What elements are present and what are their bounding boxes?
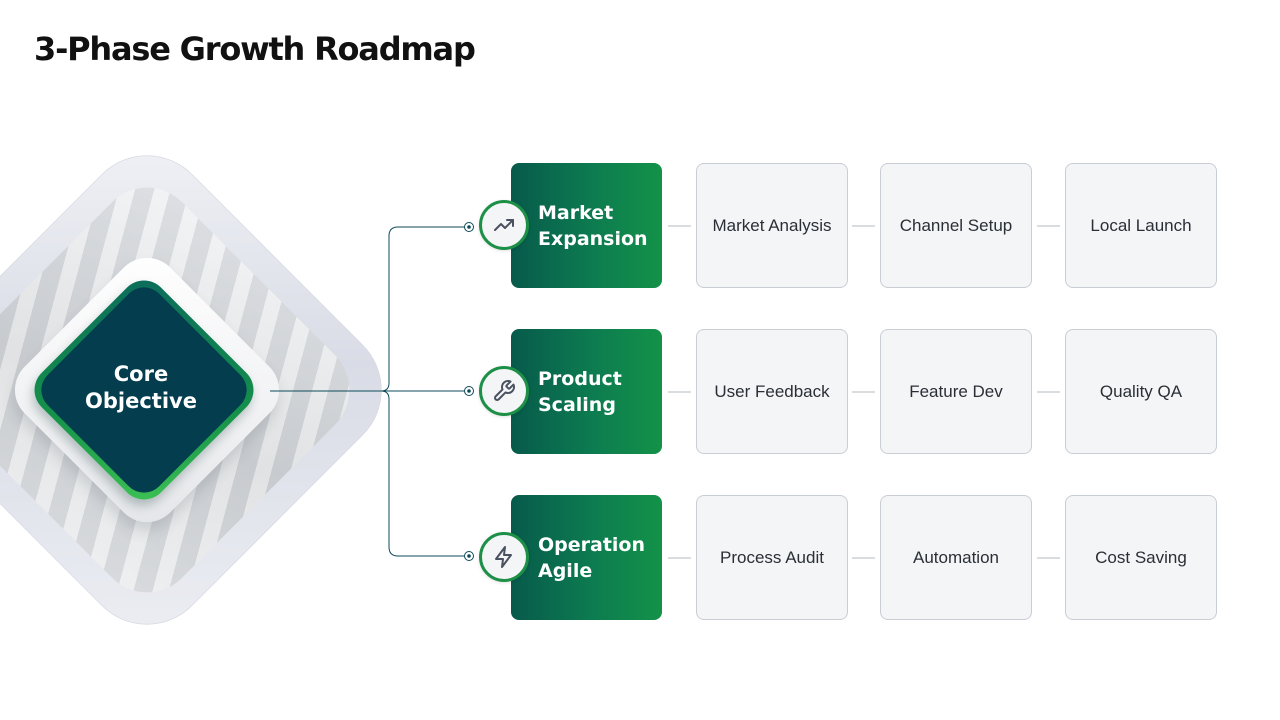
phase-label-line-1: Operation <box>538 534 646 556</box>
step-card-cost-saving: Cost Saving <box>1065 495 1217 620</box>
step-card-market-analysis: Market Analysis <box>696 163 848 288</box>
phase-tile-market-expansion <box>511 163 662 288</box>
step-card-feature-dev: Feature Dev <box>880 329 1032 454</box>
phase-label-line-2: Agile <box>538 560 593 582</box>
lightning-icon <box>479 532 529 582</box>
core-objective-label: Core Objective <box>41 361 241 415</box>
phase-label-line-2: Expansion <box>538 228 648 250</box>
phase-label-operation-agile: Operation Agile <box>538 532 658 584</box>
phase-tile-operation-agile <box>511 495 662 620</box>
page-title: 3-Phase Growth Roadmap <box>34 30 476 68</box>
connector-branch-3 <box>380 390 466 557</box>
step-card-quality-qa: Quality QA <box>1065 329 1217 454</box>
phase-label-line-2: Scaling <box>538 394 616 416</box>
phase-label-line-1: Product <box>538 368 622 390</box>
trending-up-icon <box>479 200 529 250</box>
step-card-process-audit: Process Audit <box>696 495 848 620</box>
phase-label-market-expansion: Market Expansion <box>538 200 658 252</box>
step-card-automation: Automation <box>880 495 1032 620</box>
phase-label-line-1: Market <box>538 202 614 224</box>
wrench-icon <box>479 366 529 416</box>
core-label-line-1: Core <box>113 362 169 386</box>
phase-label-product-scaling: Product Scaling <box>538 366 658 418</box>
core-label-line-2: Objective <box>85 389 197 413</box>
phase-tile-product-scaling <box>511 329 662 454</box>
step-card-user-feedback: User Feedback <box>696 329 848 454</box>
step-card-local-launch: Local Launch <box>1065 163 1217 288</box>
connector-branch-1 <box>380 226 466 392</box>
step-card-channel-setup: Channel Setup <box>880 163 1032 288</box>
